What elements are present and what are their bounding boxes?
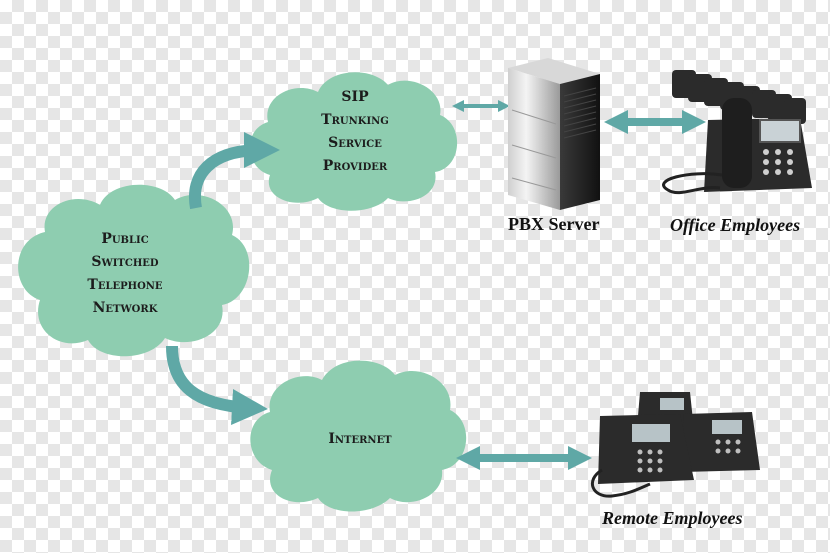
pstn-label: Public Switched Telephone Network xyxy=(87,231,163,316)
remote-phones-icon xyxy=(590,392,760,498)
internet-label: Internet xyxy=(328,431,392,447)
pstn-cloud-icon xyxy=(18,184,250,357)
server-icon xyxy=(508,58,600,210)
sip-cloud-icon xyxy=(249,72,458,211)
pstn-to-internet-arrow xyxy=(166,345,268,425)
sip-label: SIP Trunking Service Provider xyxy=(321,89,389,174)
remote-employees-caption: Remote Employees xyxy=(602,508,743,528)
pstn-to-sip-arrow xyxy=(189,132,280,210)
office-employees-caption: Office Employees xyxy=(670,215,801,235)
internet-cloud-icon xyxy=(250,360,467,512)
desk-phone-icon xyxy=(662,98,812,195)
pbx-server-caption: PBX Server xyxy=(508,214,600,234)
